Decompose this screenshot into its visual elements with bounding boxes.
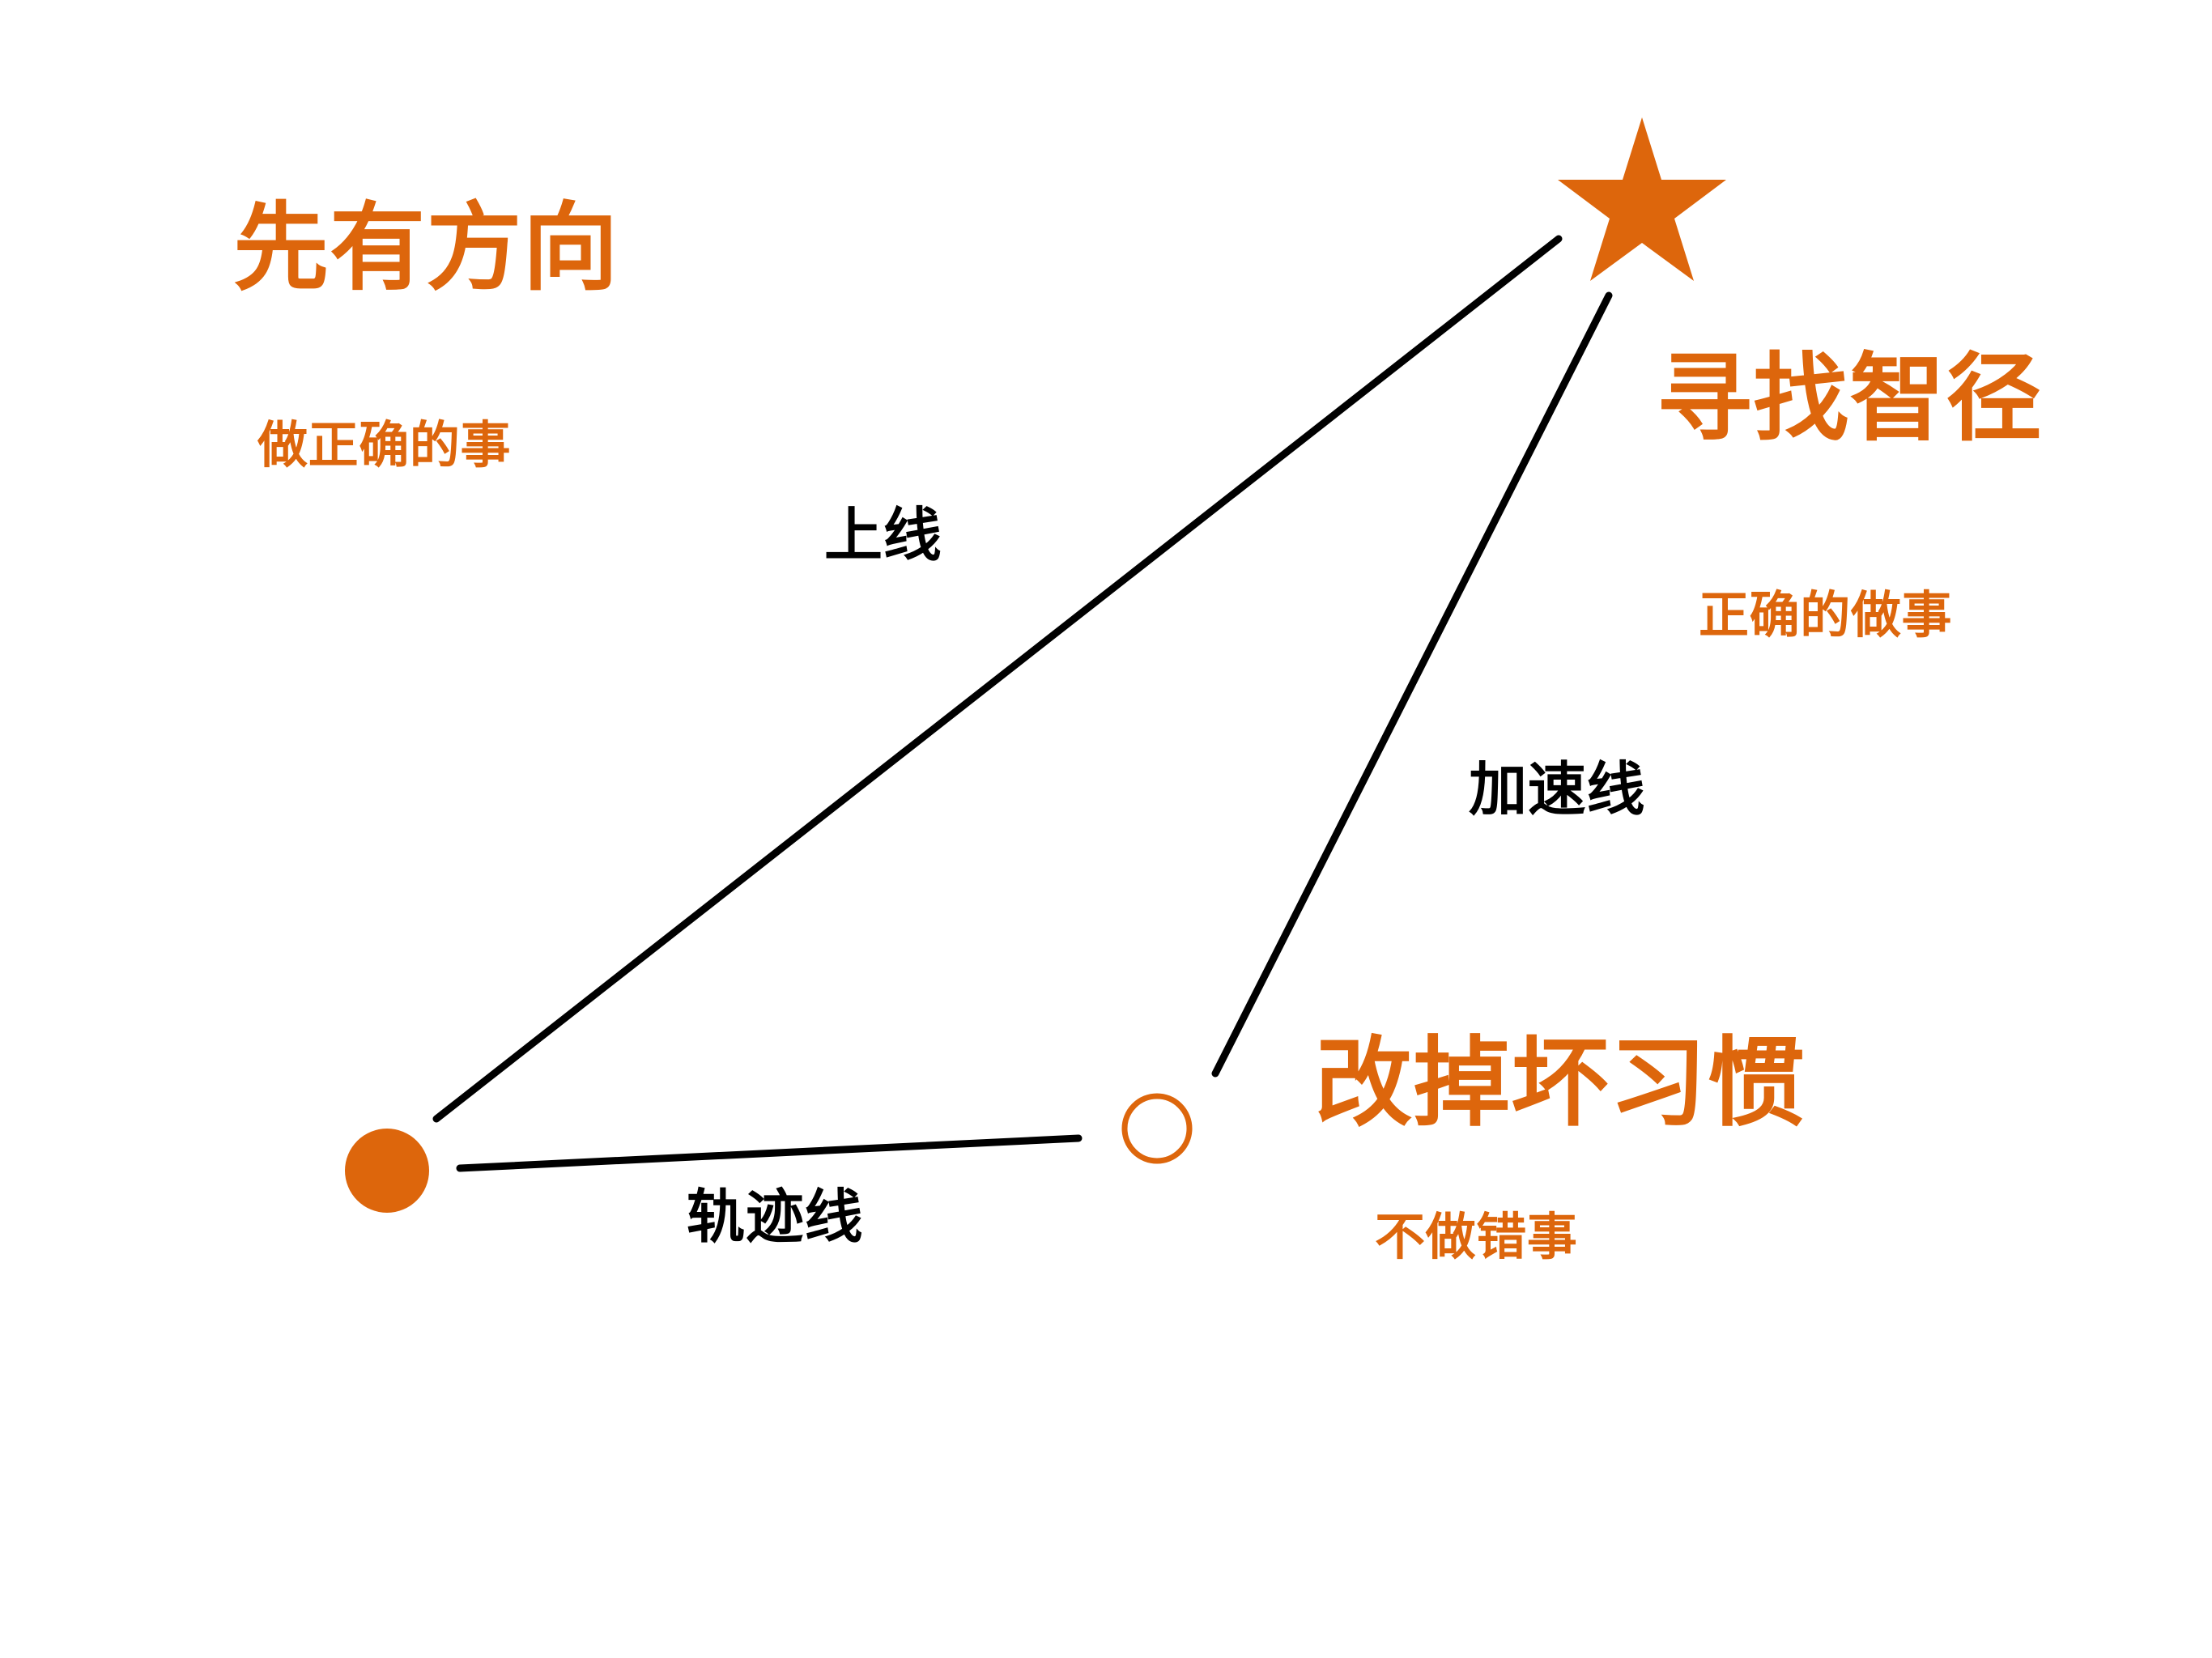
- direction-title: 先有方向: [233, 195, 619, 302]
- trajectory-line-label: 轨迹线: [687, 1185, 864, 1250]
- trajectory-line: [456, 1134, 1083, 1172]
- direction-subtitle: 做正确的事: [257, 418, 512, 474]
- smart-path-title: 寻找智径: [1657, 346, 2043, 453]
- filled-circle-marker: [345, 1129, 429, 1213]
- accelerate-line-label: 加速线: [1469, 758, 1646, 823]
- bad-habits-title: 改掉坏习惯: [1315, 1029, 1806, 1137]
- online-line: [432, 235, 1563, 1123]
- hollow-circle-marker: [1121, 1093, 1193, 1164]
- smart-path-subtitle: 正确的做事: [1699, 588, 1953, 644]
- star-marker: [1558, 117, 1726, 281]
- accelerate-line: [1211, 291, 1613, 1078]
- bad-habits-subtitle: 不做错事: [1375, 1209, 1578, 1265]
- online-line-label: 上线: [824, 504, 942, 568]
